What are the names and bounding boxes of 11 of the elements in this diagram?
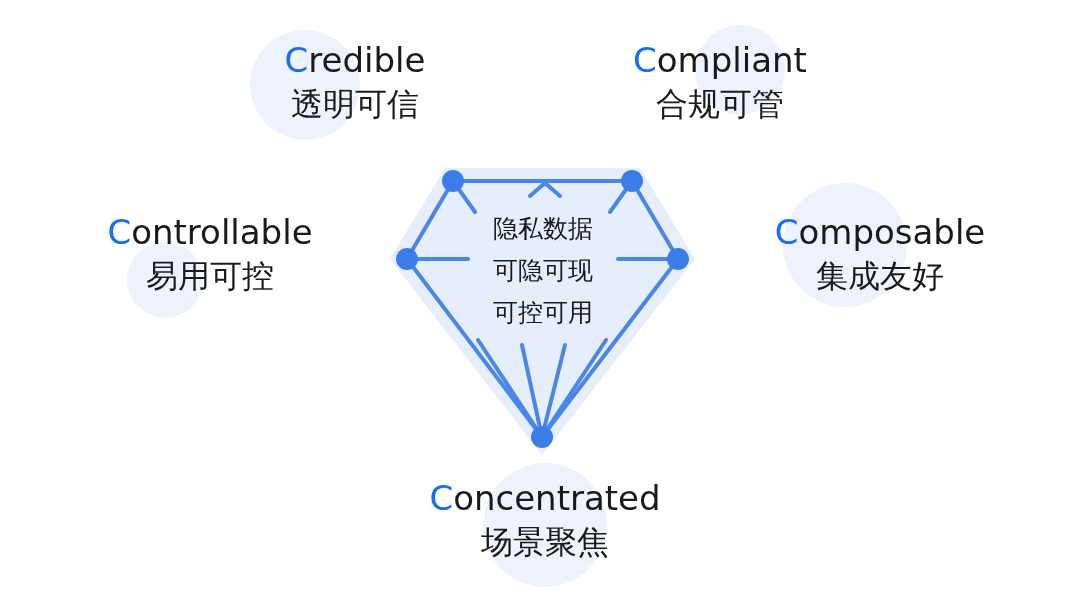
principle-title: Composable xyxy=(774,211,986,254)
principle-title: Compliant xyxy=(633,39,807,82)
principle-title: Controllable xyxy=(107,211,313,254)
principle-title: Credible xyxy=(284,39,426,82)
principle-title: Concentrated xyxy=(429,477,661,520)
principle-subtitle: 场景聚焦 xyxy=(481,522,609,563)
diamond-text: 隐私数据可隐可现可控可用 xyxy=(490,208,596,334)
principle-subtitle: 集成友好 xyxy=(816,256,944,297)
principle-subtitle: 易用可控 xyxy=(146,256,274,297)
principle-subtitle: 透明可信 xyxy=(291,84,419,125)
principle-subtitle: 合规可管 xyxy=(656,84,784,125)
